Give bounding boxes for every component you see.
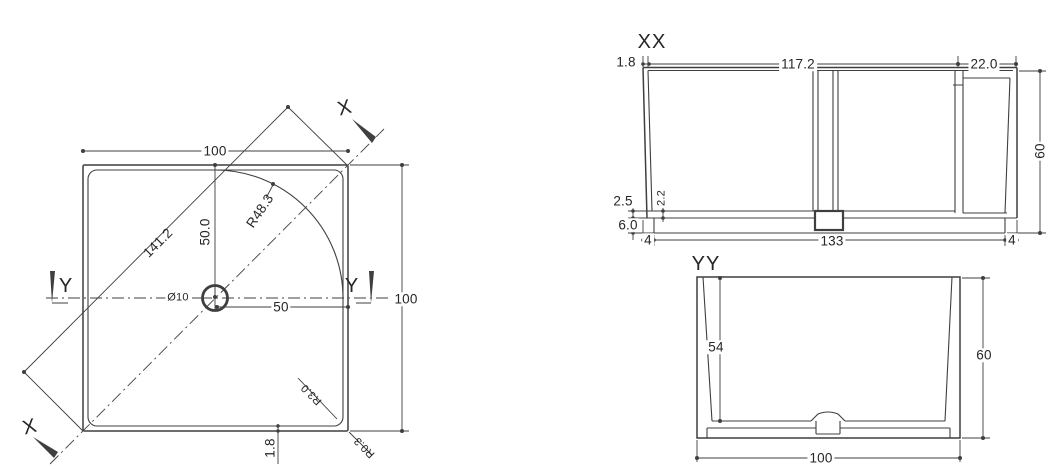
- xx-dim-recess-depth: 2.2: [655, 188, 668, 208]
- plan-section-y-marker-left: Y: [58, 275, 74, 297]
- xx-dim-height: 60: [1032, 141, 1048, 161]
- plan-dim-center-to-top: 50.0: [197, 218, 213, 246]
- xx-dim-left-span: 117.2: [779, 56, 817, 72]
- yy-dim-height: 60: [974, 347, 994, 363]
- xx-title: XX: [637, 31, 667, 53]
- yy-title: YY: [691, 253, 721, 275]
- section-xx-linework: [628, 56, 1046, 246]
- yy-dim-width: 100: [807, 450, 835, 466]
- plan-section-y-marker-right: Y: [344, 275, 360, 297]
- xx-dim-floor-thickness: 2.5: [611, 193, 635, 209]
- plan-dim-height-right: 100: [392, 291, 420, 307]
- xx-dim-base-inset-left: 4: [642, 232, 654, 248]
- plan-dim-rim-thickness: 1.8: [262, 438, 278, 458]
- plan-drain-diameter-label: Ø10: [165, 291, 191, 304]
- section-yy-linework: [695, 276, 990, 462]
- xx-dim-base-inset-right: 4: [1006, 232, 1018, 248]
- xx-dim-base-length: 133: [818, 233, 846, 249]
- xx-dim-base-height: 6.0: [616, 217, 640, 233]
- xx-dim-right-span: 22.0: [968, 56, 1000, 72]
- plan-view-linework: [22, 105, 409, 465]
- plan-dim-width-top: 100: [201, 143, 229, 159]
- xx-dim-rim-thickness: 1.8: [616, 54, 636, 70]
- plan-dim-center-to-right: 50: [271, 299, 291, 315]
- yy-dim-inner-depth: 54: [706, 339, 726, 355]
